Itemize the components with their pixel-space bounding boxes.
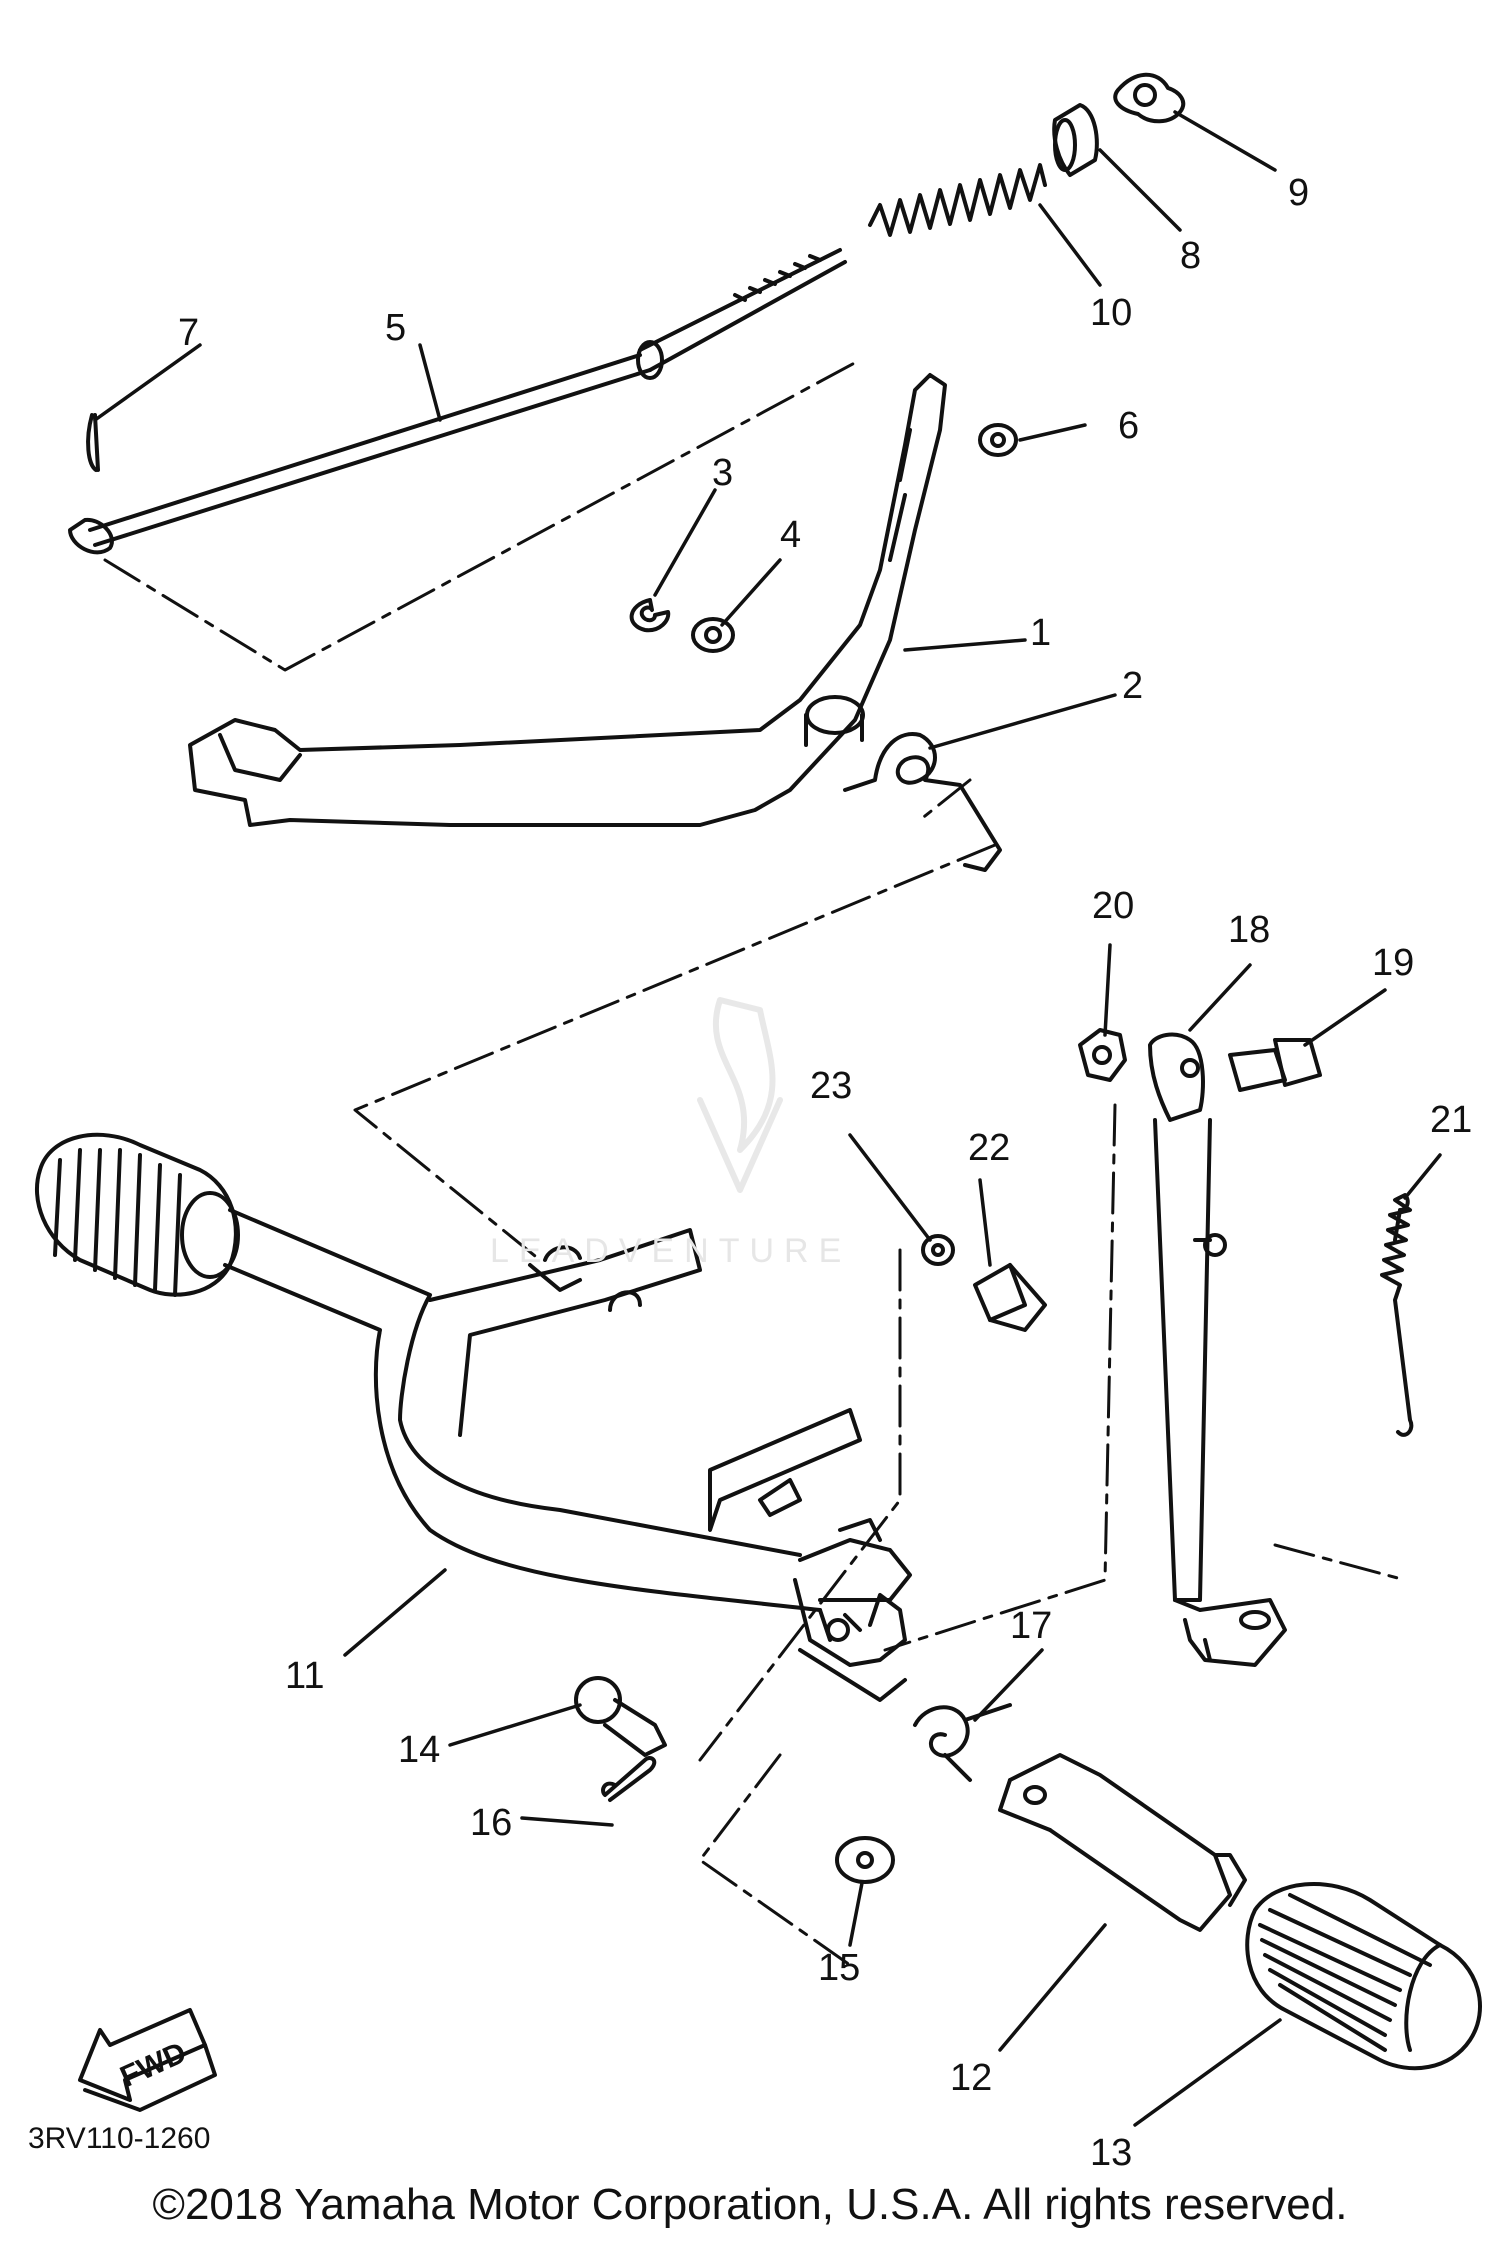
leader-lines bbox=[93, 110, 1442, 2127]
fwd-label: FWD bbox=[115, 2036, 191, 2094]
copyright-notice: ©2018 Yamaha Motor Corporation, U.S.A. A… bbox=[152, 2180, 1348, 2229]
callout-4: 4 bbox=[780, 514, 801, 556]
cotter-pin-part-16 bbox=[601, 1756, 657, 1802]
callout-20: 20 bbox=[1092, 885, 1134, 927]
callout-6: 6 bbox=[1118, 405, 1139, 447]
callout-10: 10 bbox=[1090, 292, 1132, 334]
callout-8: 8 bbox=[1180, 235, 1201, 277]
washer-part-23 bbox=[921, 1234, 955, 1266]
fwd-arrow-icon bbox=[78, 2008, 217, 2112]
callout-21: 21 bbox=[1430, 1099, 1472, 1141]
circlip-part-3 bbox=[629, 598, 671, 633]
pin-part-14 bbox=[574, 1676, 667, 1757]
spring-part-10 bbox=[868, 163, 1047, 237]
callout-numbers: 9 8 10 7 5 6 3 4 1 2 20 18 19 21 23 22 1… bbox=[178, 172, 1472, 2174]
callout-3: 3 bbox=[712, 452, 733, 494]
washer-part-15 bbox=[835, 1836, 895, 1884]
callout-18: 18 bbox=[1228, 909, 1270, 951]
callout-19: 19 bbox=[1372, 942, 1414, 984]
callout-2: 2 bbox=[1122, 665, 1143, 707]
watermark-logo bbox=[697, 997, 783, 1193]
callout-14: 14 bbox=[398, 1729, 440, 1771]
callout-13: 13 bbox=[1090, 2132, 1132, 2174]
footpeg-rubber-part-13 bbox=[1245, 1882, 1482, 2071]
brake-pedal-part-1 bbox=[188, 373, 947, 827]
washer-part-4 bbox=[691, 617, 735, 653]
nut-part-20 bbox=[1078, 1028, 1127, 1082]
callout-9: 9 bbox=[1288, 172, 1309, 214]
callout-15: 15 bbox=[818, 1947, 860, 1989]
callout-7: 7 bbox=[178, 312, 199, 354]
callout-1: 1 bbox=[1030, 612, 1051, 654]
callout-11: 11 bbox=[285, 1655, 324, 1697]
cotter-pin-part-7 bbox=[86, 413, 100, 472]
spring-part-17 bbox=[913, 1703, 1012, 1782]
callout-12: 12 bbox=[950, 2057, 992, 2099]
callout-5: 5 bbox=[385, 307, 406, 349]
callout-16: 16 bbox=[470, 1802, 512, 1844]
wing-nut-part-9 bbox=[1113, 72, 1186, 124]
dashed-guide-lines bbox=[103, 358, 1407, 1967]
footrest-part-12 bbox=[998, 1753, 1247, 1932]
footrest-bar-part-11 bbox=[34, 1132, 912, 1702]
brake-rod-part-5 bbox=[68, 248, 847, 555]
callout-22: 22 bbox=[968, 1127, 1010, 1169]
diagram-part-code: 3RV110-1260 bbox=[28, 2122, 210, 2155]
watermark-text: LEADVENTURE bbox=[490, 1232, 851, 1270]
callout-17: 17 bbox=[1010, 1605, 1052, 1647]
collar-part-8 bbox=[1052, 103, 1099, 177]
washer-part-6 bbox=[978, 423, 1018, 457]
sidestand-part-18 bbox=[1148, 1032, 1287, 1667]
spring-part-21 bbox=[1380, 1193, 1414, 1437]
bolt-part-19 bbox=[1228, 1038, 1322, 1092]
torsion-spring-part-2 bbox=[843, 732, 1002, 872]
bolt-part-22 bbox=[973, 1263, 1047, 1332]
callout-23: 23 bbox=[810, 1065, 852, 1107]
